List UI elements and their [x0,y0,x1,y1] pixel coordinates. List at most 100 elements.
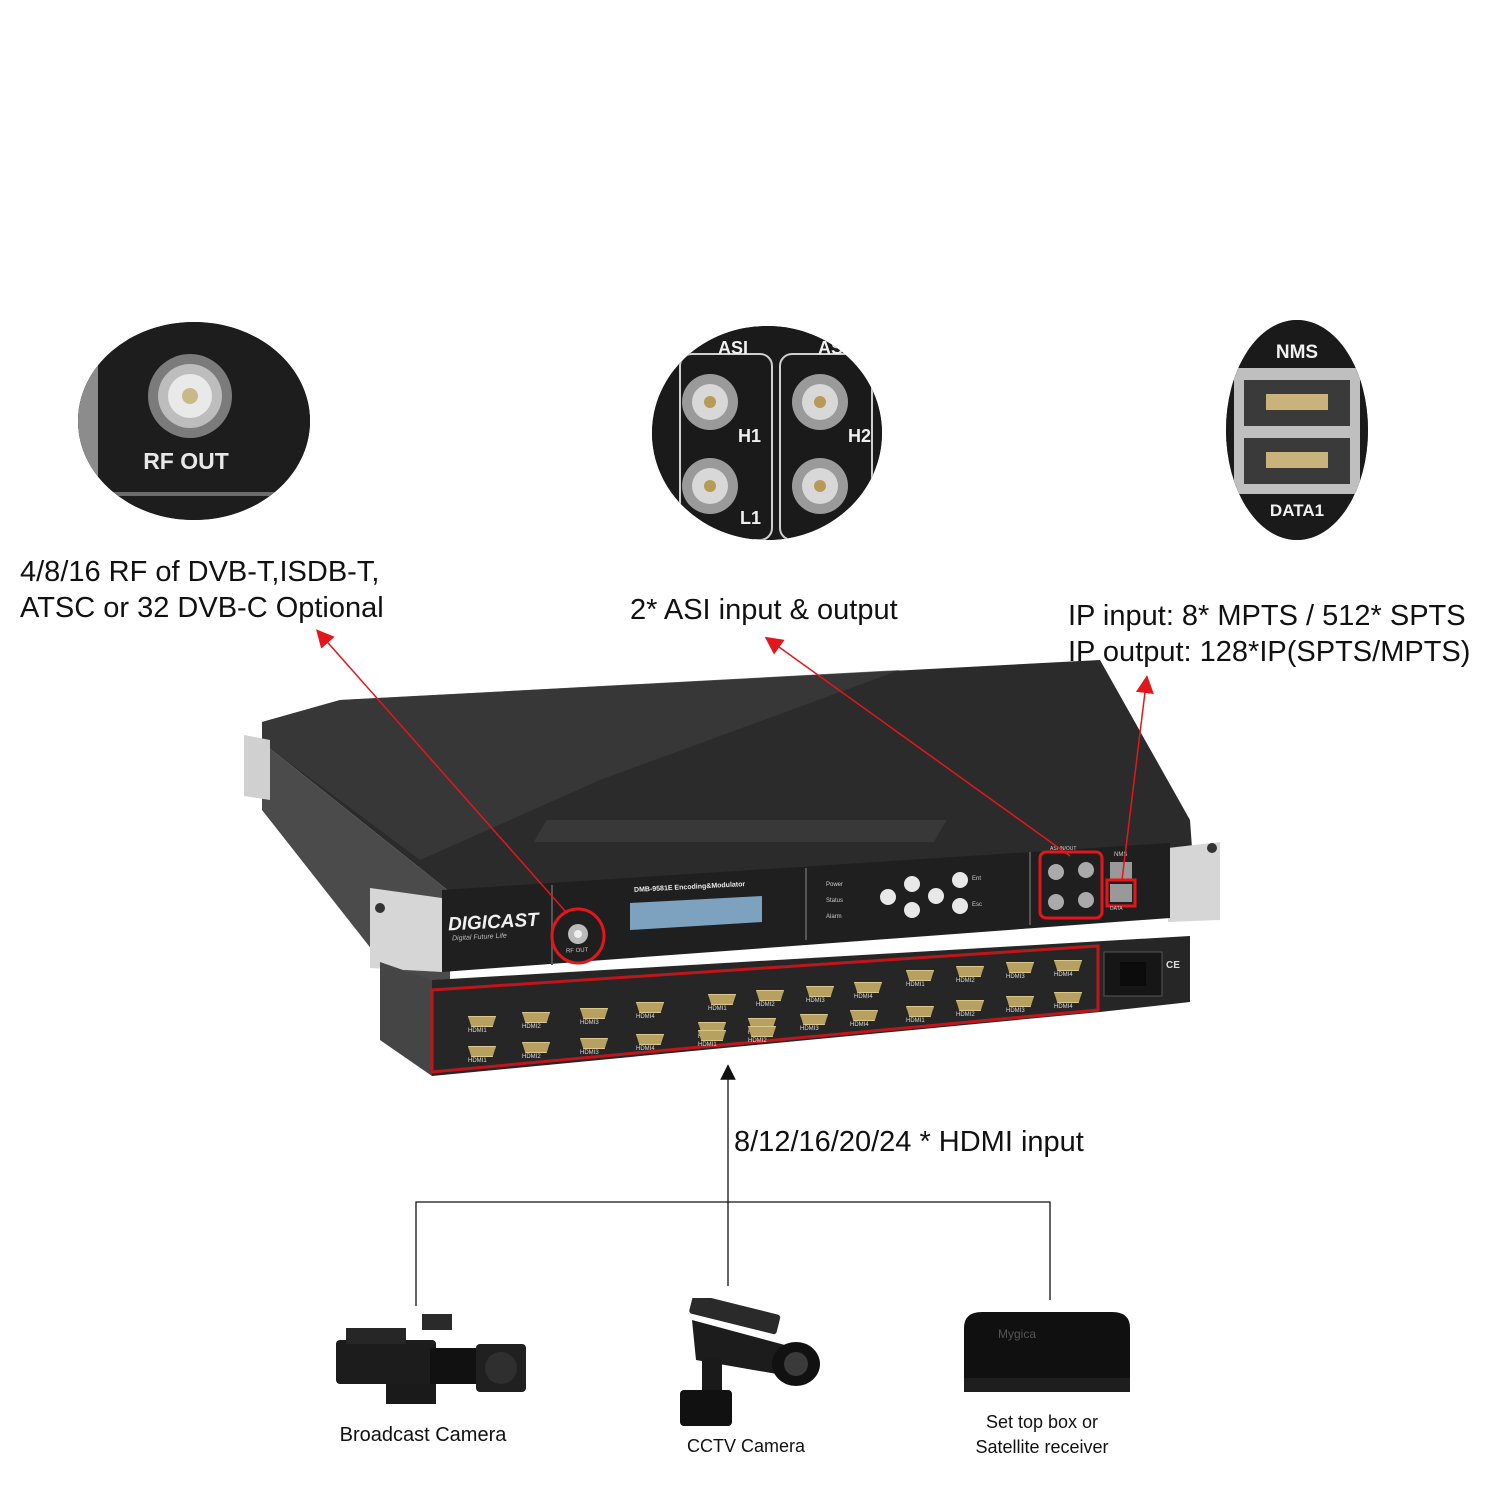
led-status-label: Status [826,898,844,904]
stb-brand: Mygica [998,1327,1036,1341]
hdmi-port-label: HDMI4 [636,1014,655,1020]
lcd-display [630,896,762,930]
nms-zoom-label: NMS [1276,342,1318,363]
hdmi-port-label: HDMI3 [580,1020,599,1026]
hdmi-port-mid: HDMI3 [1006,996,1036,1016]
hdmi-port-bottom: HDMI1 [468,1046,498,1066]
rf-callout-line2: ATSC or 32 DVB-C Optional [20,592,384,624]
hdmi-chassis [432,936,1190,1076]
hdmi-port-top: HDMI1 [906,970,936,990]
hdmi-port-label: HDMI1 [906,1018,925,1024]
hdmi-port-label: HDMI4 [850,1022,869,1028]
nms-highlight [1105,878,1137,908]
hdmi-port-label: HDMI4 [636,1046,655,1052]
bnc-connector-icon [682,374,848,514]
rf-arrow [316,629,567,913]
asi-zoom-art: ASI ASI H1 H2 L1 [652,326,882,540]
hdmi-port-mid: HDMI4 [850,1010,880,1030]
set-top-box-label: Set top box or Satellite receiver [946,1410,1138,1460]
hdmi-port-top: HDMI3 [806,986,836,1006]
hdmi-port-label: HDMI2 [522,1024,541,1030]
cctv-camera-label: CCTV Camera [686,1436,806,1456]
ethernet-port-icon [1234,368,1360,494]
asi-zoom-label-h1: H1 [738,426,761,446]
asi-callout: 2* ASI input & output [630,594,898,626]
led-power-label: Power [826,882,844,888]
asi-zoom-label-1: ASI [718,338,748,358]
hdmi-port-label: HDMI2 [956,1012,975,1018]
nms-port-icon [1110,862,1132,880]
hdmi-port-mid: HDMI4 [1054,992,1084,1012]
hdmi-port-top: HDMI2 [756,990,786,1010]
hdmi-port-label: HDMI1 [708,1006,727,1012]
hdmi-port-top: HDMI1 [708,994,738,1014]
data-zoom-label: DATA1 [1270,501,1324,520]
hdmi-port-top: HDMI4 [1054,960,1084,980]
hdmi-port-top: HDMI4 [854,982,884,1002]
hdmi-port-mid: HDMI4 [636,1002,666,1022]
set-top-box-icon: Mygica [964,1312,1130,1392]
rf-out-zoom: RF OUT [78,322,310,520]
rf-out-zoom-label: RF OUT [143,448,229,474]
broadcast-camera-icon [336,1314,526,1404]
cctv-camera-icon [680,1298,820,1426]
rack-ear-left [370,888,442,972]
ip-callout-line2: IP output: 128*IP(SPTS/MPTS) [1068,636,1471,668]
hdmi-port-bottom: HDMI3 [580,1038,610,1058]
hdmi-port-mid: HDMI2 [522,1012,552,1032]
hdmi-callout: 8/12/16/20/24 * HDMI input [734,1126,1084,1158]
hdmi-port-label: HDMI1 [698,1042,717,1048]
hdmi-port-bottom: HDMI4 [636,1034,666,1054]
hdmi-port-label: HDMI2 [956,978,975,984]
hdmi-port-label: HDMI3 [800,1026,819,1032]
hdmi-port-mid: HDMI3 [580,1008,610,1028]
nms-zoom-art: NMS DATA1 [1226,320,1368,540]
led-alarm-label: Alarm [826,914,842,920]
hdmi-port-label: HDMI1 [468,1058,487,1064]
hdmi-port-bottom: HDMI2 [748,1026,778,1046]
hdmi-port-label: HDMI1 [906,982,925,988]
data-port-icon [1110,884,1132,902]
rf-highlight [550,907,606,965]
asi-zoom: ASI ASI H1 H2 L1 [652,326,882,540]
key-esc-label: Esc [972,902,983,908]
hdmi-port-label: HDMI4 [854,994,873,1000]
ip-arrow [1121,675,1154,881]
hdmi-port-mid: HDMI1 [468,1016,498,1036]
asi-zoom-label-h2: H2 [848,426,871,446]
ce-mark: CE [1166,960,1180,971]
hdmi-port-label: HDMI3 [580,1050,599,1056]
hdmi-port-label: HDMI1 [468,1028,487,1034]
hdmi-highlight [430,944,1100,1074]
set-top-box-label-line1: Set top box or [985,1412,1099,1432]
hdmi-port-label: HDMI3 [1006,1008,1025,1014]
hdmi-port-mid: HDMI3 [800,1014,830,1034]
hdmi-port-label: HDMI2 [756,1002,775,1008]
broadcast-camera-label: Broadcast Camera [339,1424,507,1446]
asi-connectors [1048,862,1094,910]
hdmi-port-bottom: HDMI1 [698,1030,728,1050]
set-top-box-label-line2: Satellite receiver [975,1437,1109,1457]
hdmi-port-label: HDMI3 [806,998,825,1004]
rf-callout-line1: 4/8/16 RF of DVB-T,ISDB-T, [20,556,380,588]
keypad [880,872,968,918]
hdmi-port-label: HDMI2 [522,1054,541,1060]
rf-callout: 4/8/16 RF of DVB-T,ISDB-T, ATSC or 32 DV… [20,554,384,626]
device-data-label: DATA [1110,906,1123,912]
device-asi-label: ASI IN/OUT [1050,846,1077,852]
ip-callout-line1: IP input: 8* MPTS / 512* SPTS [1068,600,1466,632]
asi-zoom-label-l1: L1 [740,508,761,528]
hdmi-port-label: HDMI4 [1054,1004,1073,1010]
hdmi-port-top: HDMI3 [1006,962,1036,982]
source-bus-line [415,1201,1051,1306]
hdmi-port-mid: HDMI2 [956,1000,986,1020]
rack-ear-right [1168,842,1220,922]
device-nms-label: NMS [1114,852,1128,858]
asi-highlight [1038,850,1104,920]
hdmi-port-label: HDMI2 [748,1038,767,1044]
ip-callout: IP input: 8* MPTS / 512* SPTS IP output:… [1068,598,1470,670]
nms-zoom: NMS DATA1 [1226,320,1368,540]
hdmi-port-label: HDMI3 [1006,974,1025,980]
